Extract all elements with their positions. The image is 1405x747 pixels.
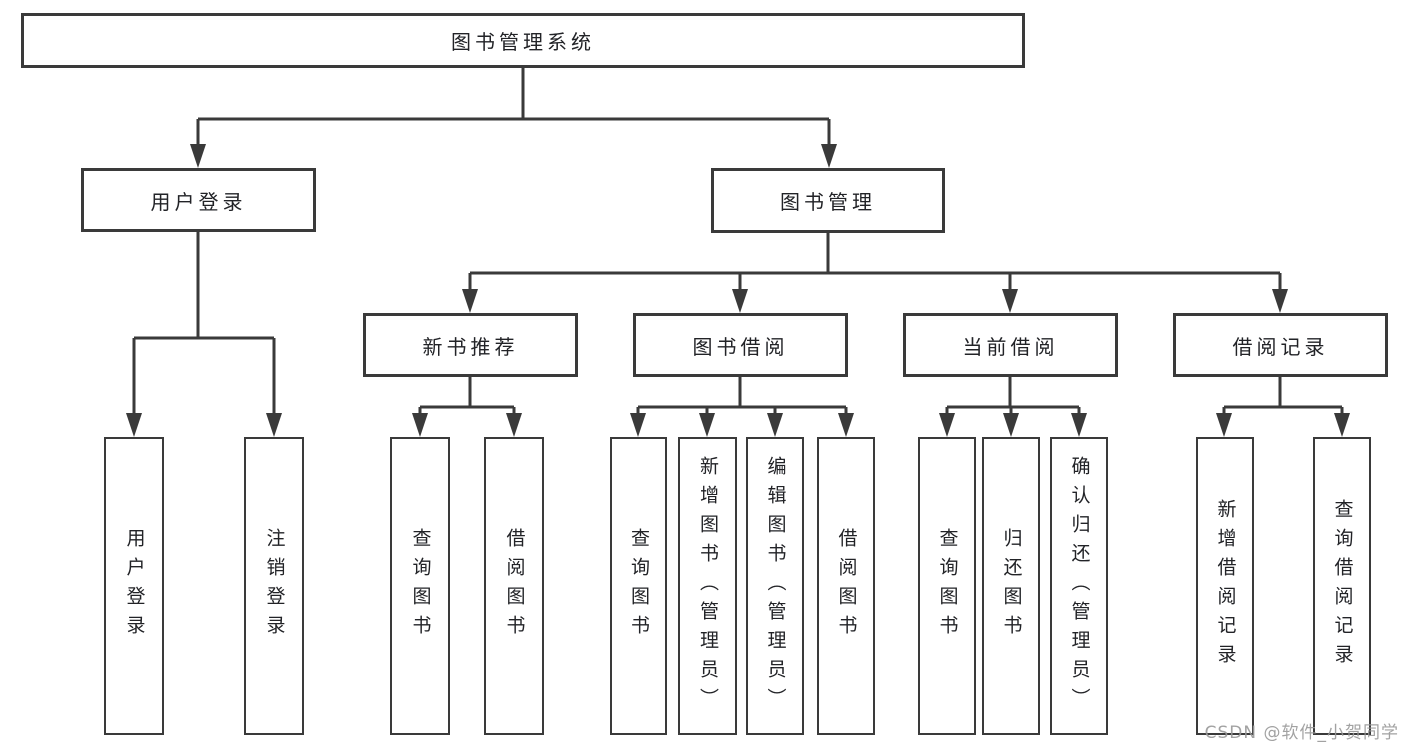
connector-mgmt-to-level3 — [468, 233, 1282, 292]
leaf-label: 编辑图书（管理员） — [764, 455, 787, 717]
leaf-logout-login: 注销登录 — [244, 437, 304, 735]
leaf-label: 借阅图书 — [503, 528, 526, 644]
leaf-confirm-return-admin: 确认归还（管理员） — [1050, 437, 1108, 735]
leaf-user-login: 用户登录 — [104, 437, 164, 735]
node-root-system: 图书管理系统 — [21, 13, 1025, 68]
connector-root-to-level2 — [196, 68, 831, 148]
leaf-label: 查询图书 — [628, 528, 650, 644]
node-user-login: 用户登录 — [81, 168, 316, 232]
leaf-edit-books-admin: 编辑图书（管理员） — [746, 437, 804, 735]
csdn-watermark: CSDN @软件_小贺同学 — [1204, 723, 1399, 743]
leaf-borrow-books: 借阅图书 — [484, 437, 544, 735]
leaf-query-books: 查询图书 — [610, 437, 667, 735]
node-book-management: 图书管理 — [711, 168, 945, 233]
leaf-label: 确认归还（管理员） — [1068, 455, 1091, 717]
leaf-label: 用户登录 — [123, 528, 146, 644]
connector-rec-to-leaves — [418, 377, 516, 416]
connector-borrow-to-leaves — [636, 377, 848, 416]
leaf-add-books-admin: 新增图书（管理员） — [678, 437, 737, 735]
connector-current-to-leaves — [945, 377, 1081, 416]
leaf-return-books: 归还图书 — [982, 437, 1040, 735]
leaf-label: 查询借阅记录 — [1331, 499, 1354, 673]
leaf-borrow-books: 借阅图书 — [817, 437, 875, 735]
leaf-query-borrow-record: 查询借阅记录 — [1313, 437, 1371, 735]
leaf-label: 查询图书 — [409, 528, 432, 644]
leaf-label: 新增图书（管理员） — [697, 455, 719, 717]
leaf-query-books: 查询图书 — [390, 437, 450, 735]
leaf-label: 归还图书 — [1000, 528, 1023, 644]
leaf-query-books: 查询图书 — [918, 437, 976, 735]
node-new-book-recommend: 新书推荐 — [363, 313, 578, 377]
connector-login-to-leaves — [132, 232, 276, 416]
node-borrow-records: 借阅记录 — [1173, 313, 1388, 377]
node-book-borrowing: 图书借阅 — [633, 313, 848, 377]
leaf-label: 新增借阅记录 — [1214, 499, 1237, 673]
leaf-add-borrow-record: 新增借阅记录 — [1196, 437, 1254, 735]
node-current-borrowing: 当前借阅 — [903, 313, 1118, 377]
leaf-label: 借阅图书 — [835, 528, 858, 644]
leaf-label: 注销登录 — [263, 528, 286, 644]
leaf-label: 查询图书 — [936, 528, 959, 644]
connector-records-to-leaves — [1222, 377, 1344, 416]
